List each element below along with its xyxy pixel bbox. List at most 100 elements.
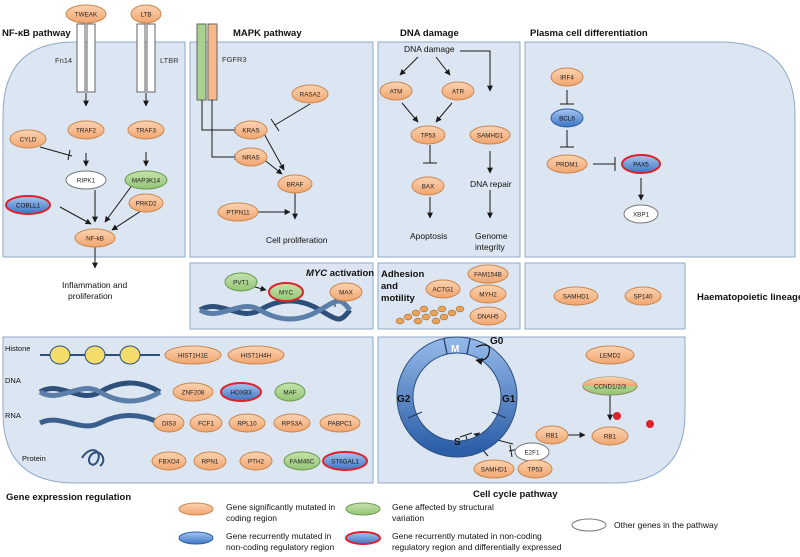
legend-blue-1: Gene recurrently mutated in xyxy=(226,531,332,541)
cell-cycle-ring: M G1 S G2 G0 xyxy=(396,336,518,458)
histone-beads xyxy=(40,345,160,365)
gene-label: IRF4 xyxy=(560,75,574,82)
label-dna: DNA xyxy=(5,376,21,385)
gene-node-pth2: PTH2 xyxy=(239,451,273,471)
legend: Gene significantly mutated in coding reg… xyxy=(178,502,719,552)
gene-label: FBXO4 xyxy=(159,459,180,466)
gene-label: SP140 xyxy=(634,294,653,301)
gene-node-rasa2: RASA2 xyxy=(291,84,329,104)
text-labels: DNA damage Inflammation and proliferatio… xyxy=(5,44,512,463)
gene-node-fam154b: FAM154B xyxy=(467,264,509,284)
legend-green-swatch xyxy=(345,502,381,516)
legend-green-2: variation xyxy=(392,513,424,523)
gene-node-kras: KRAS xyxy=(234,120,268,140)
gene-label: MAP3K14 xyxy=(132,178,161,185)
title-myc: MYC activation xyxy=(306,268,374,279)
gene-label: CCND1/2/3 xyxy=(594,384,627,391)
gene-node-hoxb3: HOXB3 xyxy=(220,382,262,402)
gene-label: PAX5 xyxy=(633,162,649,169)
gene-label: BRAF xyxy=(287,182,304,189)
gene-label: E2F1 xyxy=(524,450,540,457)
phase-s: S xyxy=(454,437,461,448)
gene-label: TP53 xyxy=(527,467,543,474)
gene-label: ATR xyxy=(452,89,465,96)
gene-node-fcf1: FCF1 xyxy=(189,413,223,433)
gene-node-ptpn11: PTPN11 xyxy=(217,202,259,222)
gene-label: MAF xyxy=(283,390,296,397)
legend-green-1: Gene affected by structural xyxy=(392,502,494,512)
gene-node-tp53: TP53 xyxy=(410,125,446,145)
gene-label: ZNF208 xyxy=(182,390,205,397)
gene-label: RIPK1 xyxy=(77,178,96,185)
legend-red-1: Gene recurrently mutated in non-coding xyxy=(392,531,542,541)
gene-node-pabpc1: PABPC1 xyxy=(319,413,361,433)
title-nfkb: NF-κB pathway xyxy=(2,28,71,39)
gene-node-cobll1: COBLL1 xyxy=(5,195,51,215)
gene-label: RPL10 xyxy=(237,421,257,428)
gene-label: LEMD2 xyxy=(600,353,621,360)
label-genome-1: Genome xyxy=(475,231,508,241)
gene-label: BCL6 xyxy=(559,116,575,123)
dna-helix xyxy=(38,380,162,404)
protein-squiggle xyxy=(81,449,105,467)
gene-node-dis3: DIS3 xyxy=(153,413,185,433)
panel-mapk xyxy=(189,41,374,258)
gene-label: PRDM1 xyxy=(556,162,579,169)
gene-node-tp53-c: TP53 xyxy=(517,459,553,479)
gene-label: ACTG1 xyxy=(433,287,454,294)
gene-label: PTH2 xyxy=(248,459,265,466)
gene-label: PRKD2 xyxy=(136,201,157,208)
gene-node-hist1h1e: HIST1H1E xyxy=(164,345,222,365)
label-ltbr: LTBR xyxy=(160,56,179,65)
gene-label: TRAF3 xyxy=(136,128,156,135)
label-inflam-2: proliferation xyxy=(68,291,113,301)
title-mapk: MAPK pathway xyxy=(233,28,302,39)
gene-label: PABPC1 xyxy=(328,421,353,428)
panel-gene-expression xyxy=(2,336,374,484)
section-titles: NF-κB pathway MAPK pathway DNA damage Pl… xyxy=(2,28,800,503)
gene-node-pvt1: PVT1 xyxy=(224,272,258,292)
gene-node-ccnd: CCND1/2/3 xyxy=(582,376,638,396)
title-gene-expression: Gene expression regulation xyxy=(6,492,131,503)
gene-label: FAM154B xyxy=(474,272,502,279)
gene-label: TP53 xyxy=(420,133,436,140)
legend-orange-2: coding region xyxy=(226,513,277,523)
legend-orange-swatch xyxy=(178,502,214,516)
gene-node-atr: ATR xyxy=(441,81,475,101)
phospho-dot xyxy=(646,420,654,428)
gene-node-rpn1: RPN1 xyxy=(193,451,227,471)
gene-node-rpl10: RPL10 xyxy=(228,413,266,433)
title-adhesion-3: motility xyxy=(381,293,415,304)
gene-node-sp140: SP140 xyxy=(624,286,662,306)
label-inflam-1: Inflammation and xyxy=(62,280,127,290)
gene-label: LTB xyxy=(140,12,151,19)
phase-g1: G1 xyxy=(502,394,516,405)
gene-label: XBP1 xyxy=(633,212,650,219)
legend-red-2: regulatory region and differentially exp… xyxy=(392,542,562,552)
actin-filaments xyxy=(395,305,465,325)
legend-white: Other genes in the pathway xyxy=(614,520,719,530)
gene-label: SAMHD1 xyxy=(477,133,504,140)
label-fgfr3: FGFR3 xyxy=(222,55,247,64)
receptor-ltbr: LTBR xyxy=(136,23,179,93)
title-adhesion-1: Adhesion xyxy=(381,269,424,280)
phase-g2: G2 xyxy=(397,394,411,405)
label-dna-repair: DNA repair xyxy=(470,179,512,189)
label-apoptosis: Apoptosis xyxy=(410,231,447,241)
gene-node-dnah5: DNAH5 xyxy=(469,306,507,326)
gene-node-braf: BRAF xyxy=(277,174,313,194)
gene-label: RB1 xyxy=(604,434,617,441)
gene-node-irf4: IRF4 xyxy=(550,67,584,87)
label-dna-damage: DNA damage xyxy=(404,44,455,54)
panel-plasma xyxy=(524,41,796,258)
gene-label: TRAF2 xyxy=(76,128,96,135)
title-haemato: Haematopoietic lineage xyxy=(697,292,800,303)
gene-label: ATM xyxy=(390,89,403,96)
gene-label: COBLL1 xyxy=(16,203,41,210)
connectors xyxy=(39,50,644,458)
gene-node-samhd1: SAMHD1 xyxy=(469,125,511,145)
gene-node-traf3: TRAF3 xyxy=(127,120,165,140)
gene-node-tweak: TWEAK xyxy=(65,4,107,24)
